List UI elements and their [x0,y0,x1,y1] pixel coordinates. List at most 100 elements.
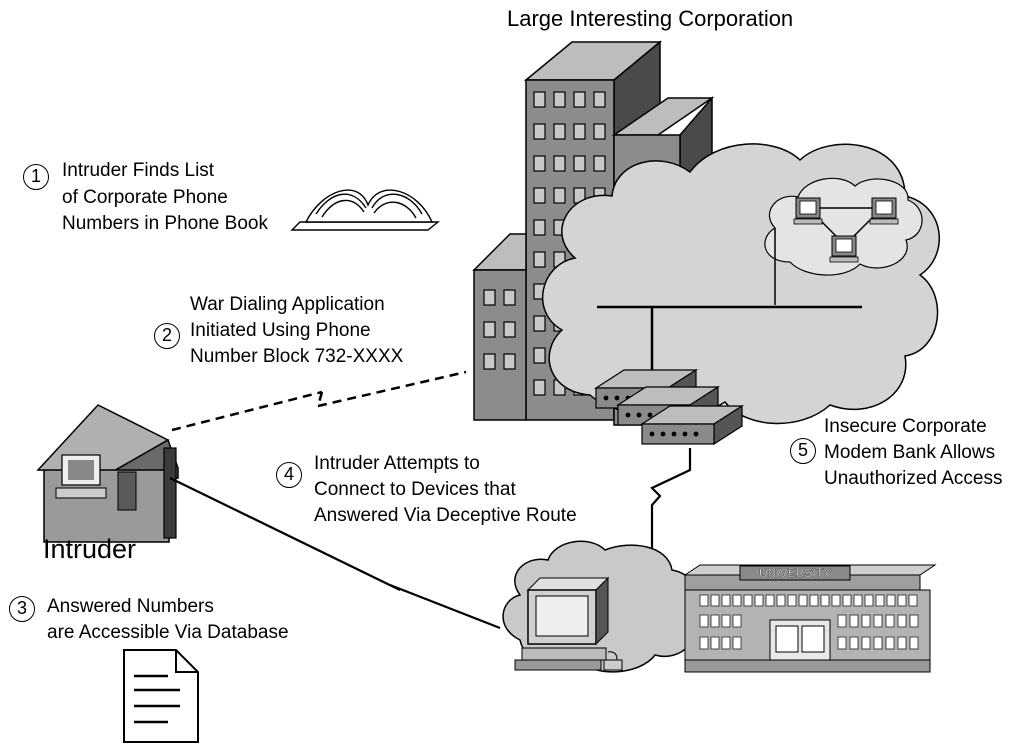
university-sign: UNIVERSITY [759,566,831,580]
university-window [721,636,731,650]
university-window [710,636,720,650]
workstation-icon [829,235,859,263]
university-window [732,594,742,607]
university-window [820,594,830,607]
university-window [837,636,847,650]
building-window [573,123,586,140]
war-dialing-link [171,370,467,432]
step-3-number: 3 [9,596,35,622]
university-window [861,636,871,650]
step-3-line-1: Answered Numbers [47,596,214,617]
university-window [897,614,907,628]
step-5-line-2: Modem Bank Allows [824,442,996,463]
building-window [553,187,566,204]
building-window [533,347,546,364]
university-window [908,594,918,607]
building-window [503,289,516,306]
phone-book [290,189,440,231]
deceptive-route-link [169,477,501,630]
university-window [886,594,896,607]
building-window [533,219,546,236]
step-4-number: 4 [276,462,302,488]
university-window [885,636,895,650]
step-4-line-1: Intruder Attempts to [314,453,480,474]
university-window [798,594,808,607]
university-window [873,614,883,628]
step-2-number: 2 [154,323,180,349]
university-window [721,614,731,628]
university-window [710,614,720,628]
university-window [776,594,786,607]
university-window [699,594,709,607]
intruder-house [36,404,179,543]
modem-bank [593,368,745,446]
university-window [699,614,709,628]
university-window [897,594,907,607]
building-window [483,289,496,306]
university-window [842,594,852,607]
university-window [831,594,841,607]
university-window [861,614,871,628]
building-window [533,315,546,332]
university-window [765,594,775,607]
building-window [573,155,586,172]
building-window [483,321,496,338]
intruder-label: Intruder [43,534,137,564]
building-window [593,155,606,172]
building-window [573,91,586,108]
step-1-line-2: of Corporate Phone [62,187,228,208]
university-window [732,614,742,628]
step-5-line-3: Unauthorized Access [824,468,1003,489]
step-2-line-2: Initiated Using Phone [190,320,371,341]
university-window [849,636,859,650]
step-1-number: 1 [23,164,49,190]
university-window [699,636,709,650]
building-window [593,123,606,140]
dialup-link-university [650,448,692,555]
building-window [533,187,546,204]
university-building [683,564,937,673]
university-window [837,614,847,628]
university-window [743,594,753,607]
university-window [710,594,720,607]
step-1-line-1: Intruder Finds List [62,160,215,181]
step-5-line-1: Insecure Corporate [824,416,987,437]
database-document [123,649,199,743]
university-window [853,594,863,607]
building-window [533,155,546,172]
university-computer [514,576,623,671]
building-window [503,353,516,370]
step-1-line-3: Numbers in Phone Book [62,213,268,234]
university-window [909,614,919,628]
building-window [533,91,546,108]
building-window [533,379,546,396]
step-2-line-3: Number Block 732-XXXX [190,346,404,367]
building-window [533,123,546,140]
step-5-number: 5 [790,438,816,464]
university-window [873,636,883,650]
modem-icon [639,404,745,446]
building-window [593,91,606,108]
building-window [553,91,566,108]
workstation-icon [793,197,823,225]
building-window [533,251,546,268]
step-3-line-2: are Accessible Via Database [47,622,289,643]
university-window [864,594,874,607]
university-window [885,614,895,628]
university-window [721,594,731,607]
step-4-line-3: Answered Via Deceptive Route [314,505,577,526]
corporation-title: Large Interesting Corporation [507,6,794,31]
building-window [553,155,566,172]
university-window [809,594,819,607]
building-window [553,123,566,140]
university-window [909,636,919,650]
building-window [503,321,516,338]
step-2-line-1: War Dialing Application [190,294,385,315]
university-window [875,594,885,607]
corporate-lan [597,305,862,378]
step-4-line-2: Connect to Devices that [314,479,516,500]
university-window [897,636,907,650]
university-window [849,614,859,628]
university-window [732,636,742,650]
university-window [754,594,764,607]
